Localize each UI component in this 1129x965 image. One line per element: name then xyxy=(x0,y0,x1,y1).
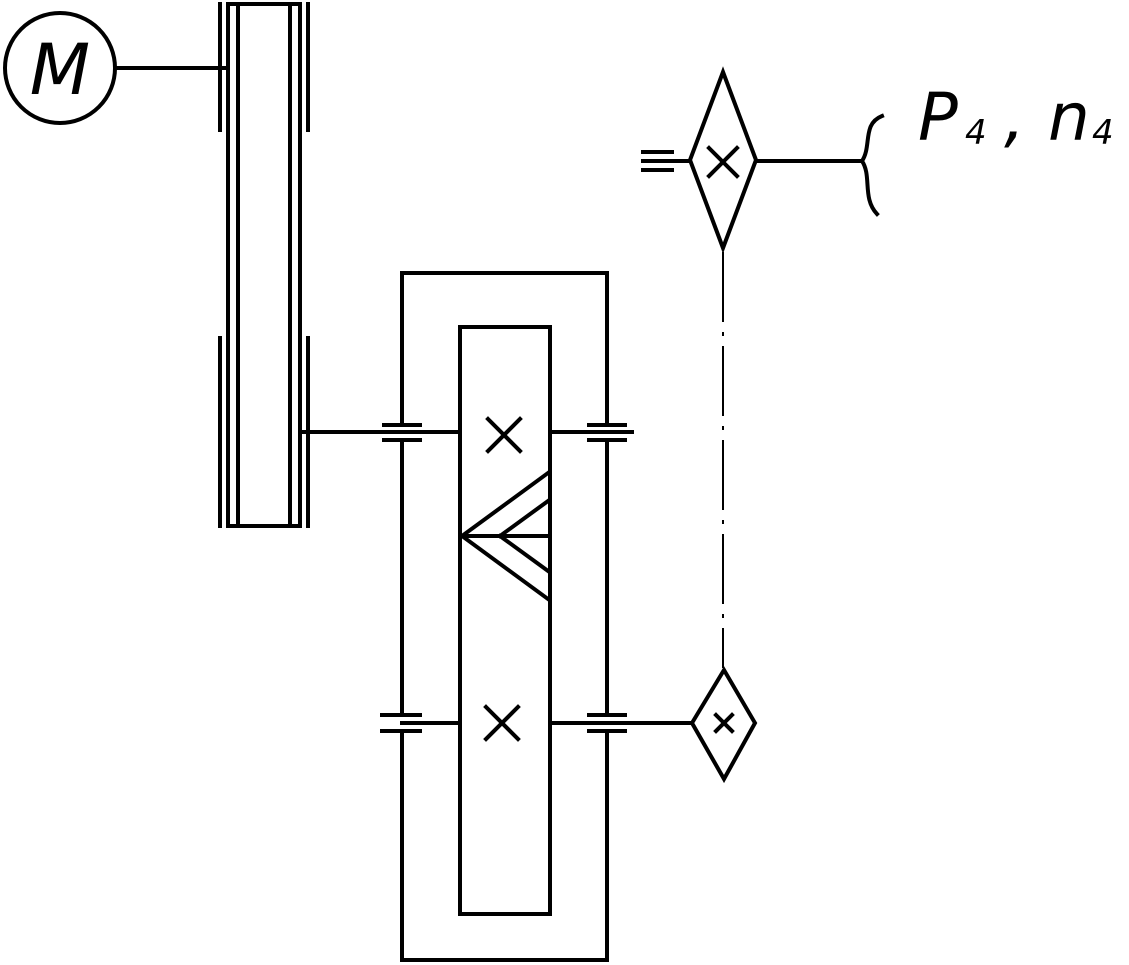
output-label: P 4 , n 4 xyxy=(918,79,1114,156)
gear-pair xyxy=(458,325,552,916)
motor-label: M xyxy=(30,29,90,111)
speed-index: 4 xyxy=(1092,113,1114,153)
belt-outline xyxy=(226,2,302,528)
shaft-break-brace xyxy=(859,113,885,217)
pinion-cross xyxy=(485,416,523,454)
bearing-output-right xyxy=(587,713,627,733)
gearbox-housing xyxy=(400,271,609,962)
driving-sprocket xyxy=(689,666,758,784)
label-separator: , xyxy=(1004,79,1025,156)
belt-drive xyxy=(218,2,310,528)
bearing-input-right xyxy=(587,423,627,442)
driven-sprocket xyxy=(687,66,759,254)
housing-bottom xyxy=(400,731,609,962)
power-symbol: P xyxy=(918,79,958,156)
electric-motor: M xyxy=(3,11,230,125)
wheel-cross xyxy=(483,704,521,742)
speed-symbol: n xyxy=(1048,79,1090,156)
shaft-fixed-end xyxy=(641,150,692,172)
housing-top xyxy=(400,271,609,427)
herringbone-teeth-symbol xyxy=(459,470,551,602)
bearing-input-left xyxy=(382,423,422,442)
power-index: 4 xyxy=(965,113,987,153)
bearing-output-left xyxy=(380,713,422,733)
